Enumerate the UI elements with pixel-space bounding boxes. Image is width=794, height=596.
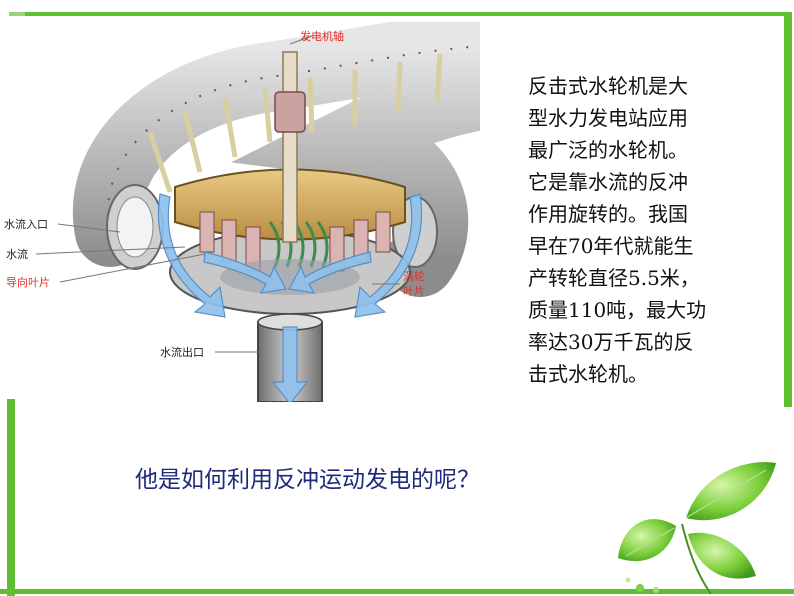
bottom-border-bar xyxy=(0,589,794,594)
description-line: 最广泛的水轮机。 xyxy=(528,138,688,162)
corner-accent xyxy=(9,12,25,16)
description-line: 它是靠水流的反冲 xyxy=(528,170,688,194)
spiral-casing xyxy=(72,22,480,297)
description-line: 型水力发电站应用 xyxy=(528,106,688,130)
guide-vanes-label: 导向叶片 xyxy=(6,275,50,289)
shaft-label: 发电机轴 xyxy=(300,29,344,43)
description-line: 击式水轮机。 xyxy=(528,362,648,386)
description-line: 产转轮直径5.5米， xyxy=(528,266,700,290)
description-line: 反击式水轮机是大 xyxy=(528,74,688,98)
description-text: 反击式水轮机是大 型水力发电站应用 最广泛的水轮机。 它是靠水流的反冲 作用旋转… xyxy=(528,70,768,390)
water-flow-arrows xyxy=(157,193,423,402)
right-border-bar xyxy=(784,12,792,407)
description-line: 质量110吨，最大功 xyxy=(528,298,707,322)
description-line: 率达30万千瓦的反 xyxy=(528,330,694,354)
turbine-blades-label-line1: 涡轮 xyxy=(403,269,425,283)
green-leaves-icon xyxy=(616,448,794,596)
flow-label: 水流 xyxy=(6,247,28,261)
top-border-bar xyxy=(24,12,790,16)
turbine-diagram: 发电机轴 水流入口 水流 导向叶片 涡轮 叶片 水流出口 xyxy=(0,22,480,402)
description-line: 早在70年代就能生 xyxy=(528,234,694,258)
generator-shaft xyxy=(274,51,306,243)
inlet-label: 水流入口 xyxy=(4,217,48,231)
turbine-blades-label-line2: 叶片 xyxy=(403,285,425,298)
question-text: 他是如何利用反冲运动发电的呢？ xyxy=(135,467,480,493)
description-line: 作用旋转的。我国 xyxy=(528,202,688,226)
left-border-bar xyxy=(7,399,15,596)
outlet-label: 水流出口 xyxy=(160,345,204,359)
